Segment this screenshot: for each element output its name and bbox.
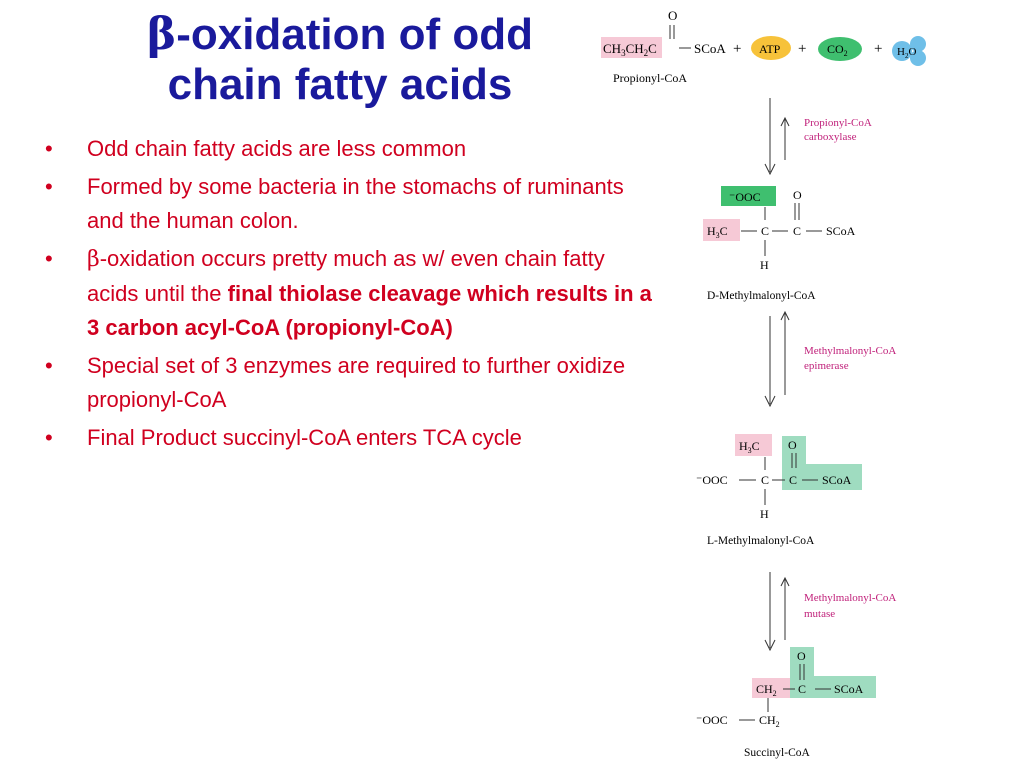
l-methylmalonyl-coa-name: L-Methylmalonyl-CoA bbox=[707, 535, 815, 547]
carboxyl-highlight bbox=[721, 186, 776, 206]
h2o-label: H2O bbox=[897, 46, 916, 60]
methylene-label: CH2 bbox=[759, 713, 780, 729]
bullet-item: • β-oxidation occurs pretty much as w/ e… bbox=[45, 242, 655, 345]
bullet-beta-symbol: β bbox=[87, 247, 100, 272]
h2o-circle bbox=[910, 36, 926, 52]
bullet-item: • Formed by some bacteria in the stomach… bbox=[45, 170, 655, 238]
carbon-label: C bbox=[798, 682, 806, 696]
arrow-head bbox=[764, 395, 776, 408]
methylene-label: CH2 bbox=[756, 682, 777, 698]
scoa-label: SCoA bbox=[826, 224, 856, 238]
enzyme-label: Methylmalonyl-CoA bbox=[804, 345, 896, 357]
plus-sign: + bbox=[798, 41, 806, 57]
bullet-dot: • bbox=[45, 425, 53, 450]
plus-sign: + bbox=[733, 41, 741, 57]
enzyme-label: Propionyl-CoA bbox=[804, 117, 872, 129]
plus-sign: + bbox=[874, 41, 882, 57]
scoa-label: SCoA bbox=[834, 682, 864, 696]
carbonyl-oxygen: O bbox=[788, 438, 797, 452]
methyl-highlight bbox=[703, 219, 740, 241]
d-methylmalonyl-coa-name: D-Methylmalonyl-CoA bbox=[707, 290, 816, 302]
bullet-dot: • bbox=[45, 353, 53, 378]
bullet-item: • Special set of 3 enzymes are required … bbox=[45, 349, 655, 417]
bullet-item: • Odd chain fatty acids are less common bbox=[45, 132, 655, 166]
bullet-text: Final Product succinyl-CoA enters TCA cy… bbox=[87, 425, 522, 450]
methyl-label: H3C bbox=[707, 224, 728, 240]
bullet-text: Special set of 3 enzymes are required to… bbox=[87, 353, 626, 412]
enzyme-label: epimerase bbox=[804, 360, 849, 372]
atp-label: ATP bbox=[759, 42, 781, 56]
title-line-1: β-oxidation of odd bbox=[95, 10, 585, 60]
hydrogen-label: H bbox=[760, 507, 769, 521]
slide-title: β-oxidation of odd chain fatty acids bbox=[95, 10, 585, 110]
hydrogen-label: H bbox=[760, 258, 769, 272]
thioester-highlight bbox=[790, 647, 876, 698]
propionyl-ch3ch2c-highlight bbox=[601, 37, 662, 58]
carbon-label: C bbox=[789, 473, 797, 487]
bullet-item: • Final Product succinyl-CoA enters TCA … bbox=[45, 421, 655, 455]
enzyme-label: Methylmalonyl-CoA bbox=[804, 592, 896, 604]
co2-ellipse bbox=[818, 37, 862, 61]
title-line-2: chain fatty acids bbox=[167, 60, 513, 109]
methyl-label: H3C bbox=[739, 439, 760, 455]
thioester-highlight bbox=[782, 436, 862, 490]
carbonyl-oxygen: O bbox=[668, 8, 677, 23]
carbon-label: C bbox=[761, 224, 769, 238]
arrow-head bbox=[764, 163, 776, 176]
methylene-highlight bbox=[752, 678, 790, 698]
bullet-dot: • bbox=[45, 174, 53, 199]
bullet-text: Formed by some bacteria in the stomachs … bbox=[87, 174, 624, 233]
propionyl-coa-name: Propionyl-CoA bbox=[613, 71, 687, 85]
enzyme-label: carboxylase bbox=[804, 131, 857, 143]
carboxylate-label: ⁻OOC bbox=[696, 473, 728, 487]
carboxylate-label: ⁻OOC bbox=[729, 190, 761, 204]
bullet-text: Odd chain fatty acids are less common bbox=[87, 136, 467, 161]
scoa-label: SCoA bbox=[822, 473, 852, 487]
co2-label: CO2 bbox=[827, 42, 848, 58]
bullet-bold-text: final thiolase cleavage which results in… bbox=[87, 281, 652, 340]
bullet-list: • Odd chain fatty acids are less common … bbox=[45, 132, 655, 459]
h2o-circle bbox=[910, 50, 926, 66]
carbonyl-oxygen: O bbox=[793, 188, 802, 202]
scoa-label: SCoA bbox=[694, 41, 726, 56]
h2o-circle bbox=[892, 41, 912, 61]
propionyl-formula: CH3CH2C bbox=[603, 41, 657, 58]
arrow-head bbox=[780, 576, 790, 587]
carbon-label: C bbox=[761, 473, 769, 487]
carbonyl-oxygen: O bbox=[797, 649, 806, 663]
title-beta-symbol: β bbox=[146, 9, 177, 60]
arrow-head bbox=[764, 639, 776, 652]
bullet-dot: • bbox=[45, 136, 53, 161]
title-line-1-text: -oxidation of odd bbox=[176, 10, 534, 59]
bullet-text: -oxidation occurs pretty much as w/ even… bbox=[87, 246, 605, 306]
arrow-head bbox=[780, 310, 790, 321]
carbon-label: C bbox=[793, 224, 801, 238]
methyl-highlight bbox=[735, 434, 772, 456]
succinyl-coa-name: Succinyl-CoA bbox=[744, 747, 810, 759]
atp-ellipse bbox=[751, 36, 791, 60]
enzyme-label: mutase bbox=[804, 608, 835, 620]
arrow-head bbox=[780, 116, 790, 127]
carboxylate-label: ⁻OOC bbox=[696, 713, 728, 727]
bullet-dot: • bbox=[45, 246, 53, 271]
